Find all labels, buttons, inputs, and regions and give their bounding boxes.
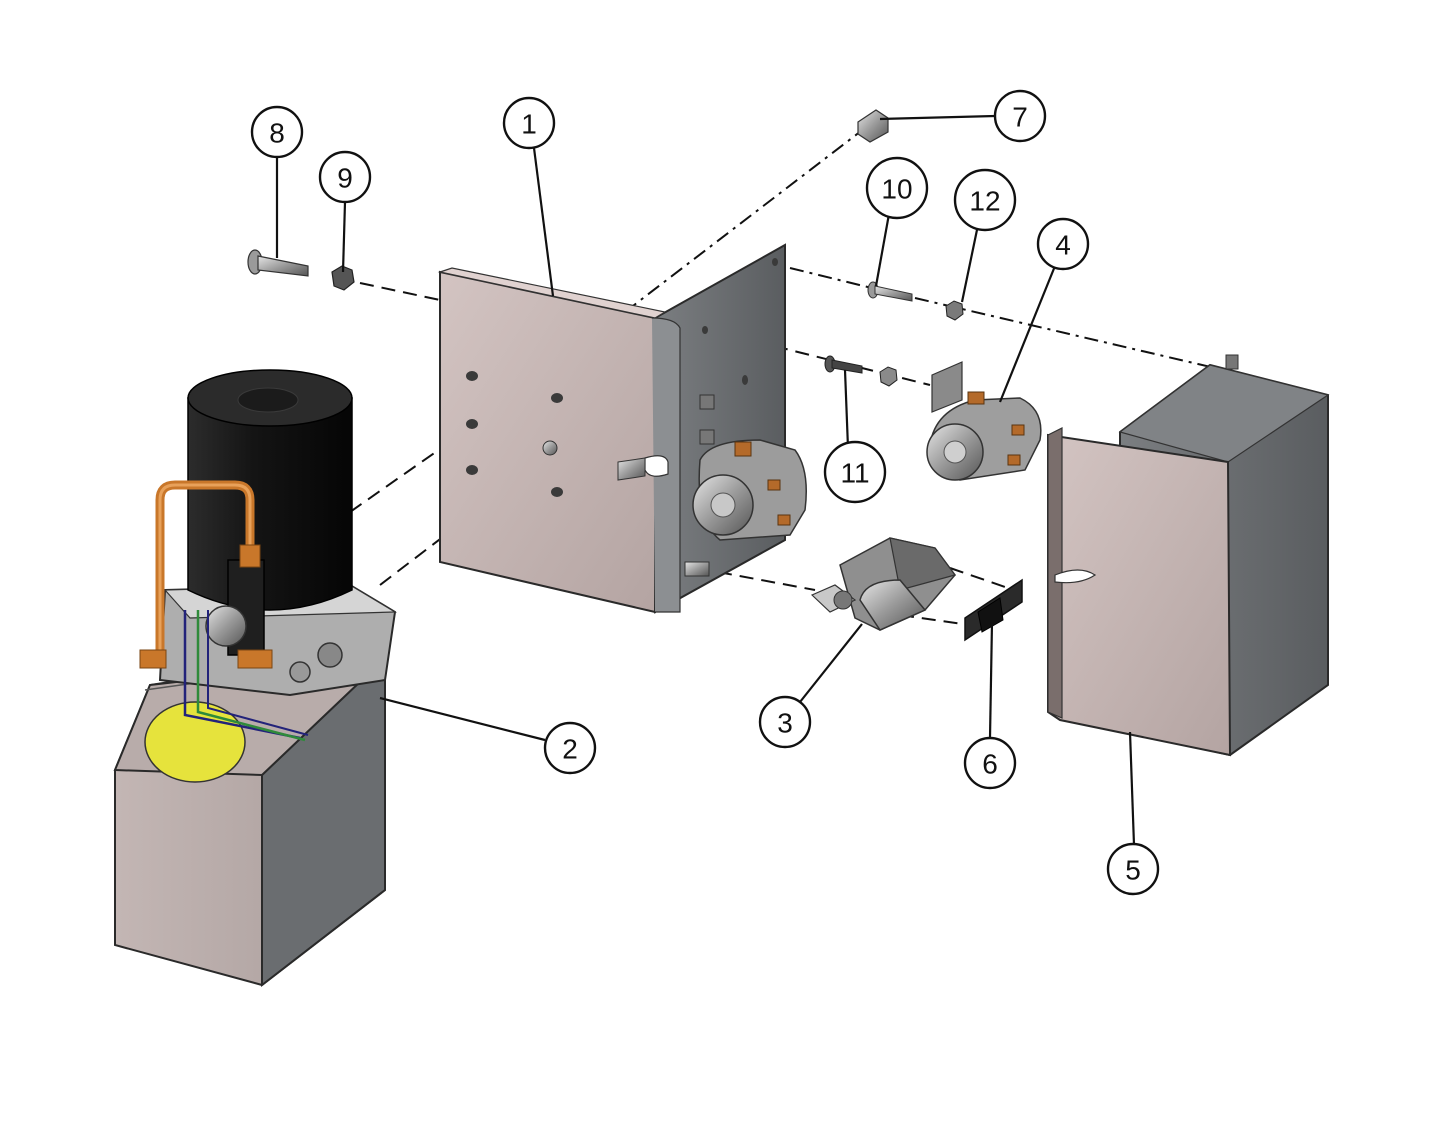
callout-10: 10 [865,156,929,220]
cover [1047,354,1330,757]
callout-2-label: 2 [562,734,578,765]
callout-1-label: 1 [521,109,537,140]
callout-5: 5 [1106,842,1160,896]
callout-12: 12 [953,168,1017,232]
callout-1: 1 [502,96,556,150]
callout-5-label: 5 [1125,855,1141,886]
callout-6: 6 [963,736,1017,790]
callout-10-label: 10 [881,174,912,205]
solenoid [926,361,1042,481]
fitting [857,109,889,143]
callout-3: 3 [758,695,812,749]
callout-4: 4 [1036,217,1090,271]
bolt-small [867,281,913,302]
callout-2: 2 [543,721,597,775]
mounted-solenoid [692,439,807,541]
callout-11-label: 11 [840,458,869,489]
bolt-large [247,249,309,277]
nut-small [945,300,964,321]
callout-9: 9 [318,150,372,204]
fuse-block [964,578,1023,642]
callout-9-label: 9 [337,163,353,194]
callout-12-label: 12 [969,186,1000,217]
callout-3-label: 3 [777,708,793,739]
callout-7: 7 [993,89,1047,143]
leader-lines [275,114,1136,846]
callout-7-label: 7 [1012,102,1028,133]
nut-large [331,265,355,291]
callout-6-label: 6 [982,749,998,780]
bracket [437,243,786,614]
callout-8: 8 [250,105,304,159]
screw [824,355,898,387]
callout-8-label: 8 [269,118,285,149]
pump-unit [113,369,398,988]
switch-assembly [810,537,957,631]
callout-11: 11 [823,440,887,504]
callout-4-label: 4 [1055,230,1071,261]
